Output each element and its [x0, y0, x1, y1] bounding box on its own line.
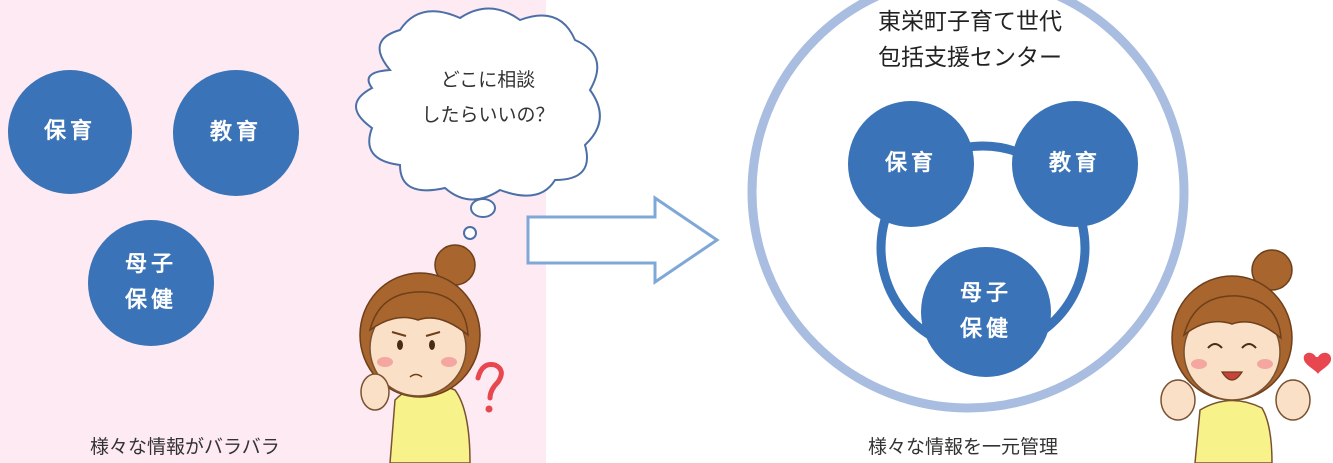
left-circle-maternal-line1: 母子 — [124, 252, 177, 277]
center-title-line1: 東栄町子育て世代 — [878, 9, 1062, 35]
left-circle-childcare: 保育 — [8, 70, 132, 194]
right-circle-maternal-line1: 母子 — [959, 281, 1012, 306]
left-circle-maternal-health: 母子 保健 — [88, 220, 214, 346]
right-circle-education: 教育 — [1012, 101, 1138, 227]
right-circle-maternal-health: 母子 保健 — [921, 247, 1051, 377]
left-circle-childcare-label: 保育 — [43, 119, 96, 144]
left-circle-education: 教育 — [173, 70, 299, 196]
speech-bubble-text: どこに相談 したらいいの？ — [378, 63, 598, 133]
left-circle-education-label: 教育 — [209, 120, 262, 145]
center-title-line2: 包括支援センター — [878, 45, 1062, 71]
right-caption: 様々な情報を一元管理 — [868, 436, 1059, 458]
speech-line-2: したらいいの？ — [421, 104, 555, 126]
left-circle-maternal-line2: 保健 — [124, 288, 177, 313]
center-title: 東栄町子育て世代 包括支援センター — [840, 4, 1100, 76]
left-caption: 様々な情報がバラバラ — [90, 436, 280, 458]
right-circle-childcare-label: 保育 — [884, 151, 937, 176]
right-circle-education-label: 教育 — [1048, 151, 1101, 176]
right-circle-childcare: 保育 — [848, 101, 974, 227]
speech-line-1: どこに相談 — [440, 69, 536, 91]
right-circle-maternal-line2: 保健 — [959, 317, 1012, 342]
